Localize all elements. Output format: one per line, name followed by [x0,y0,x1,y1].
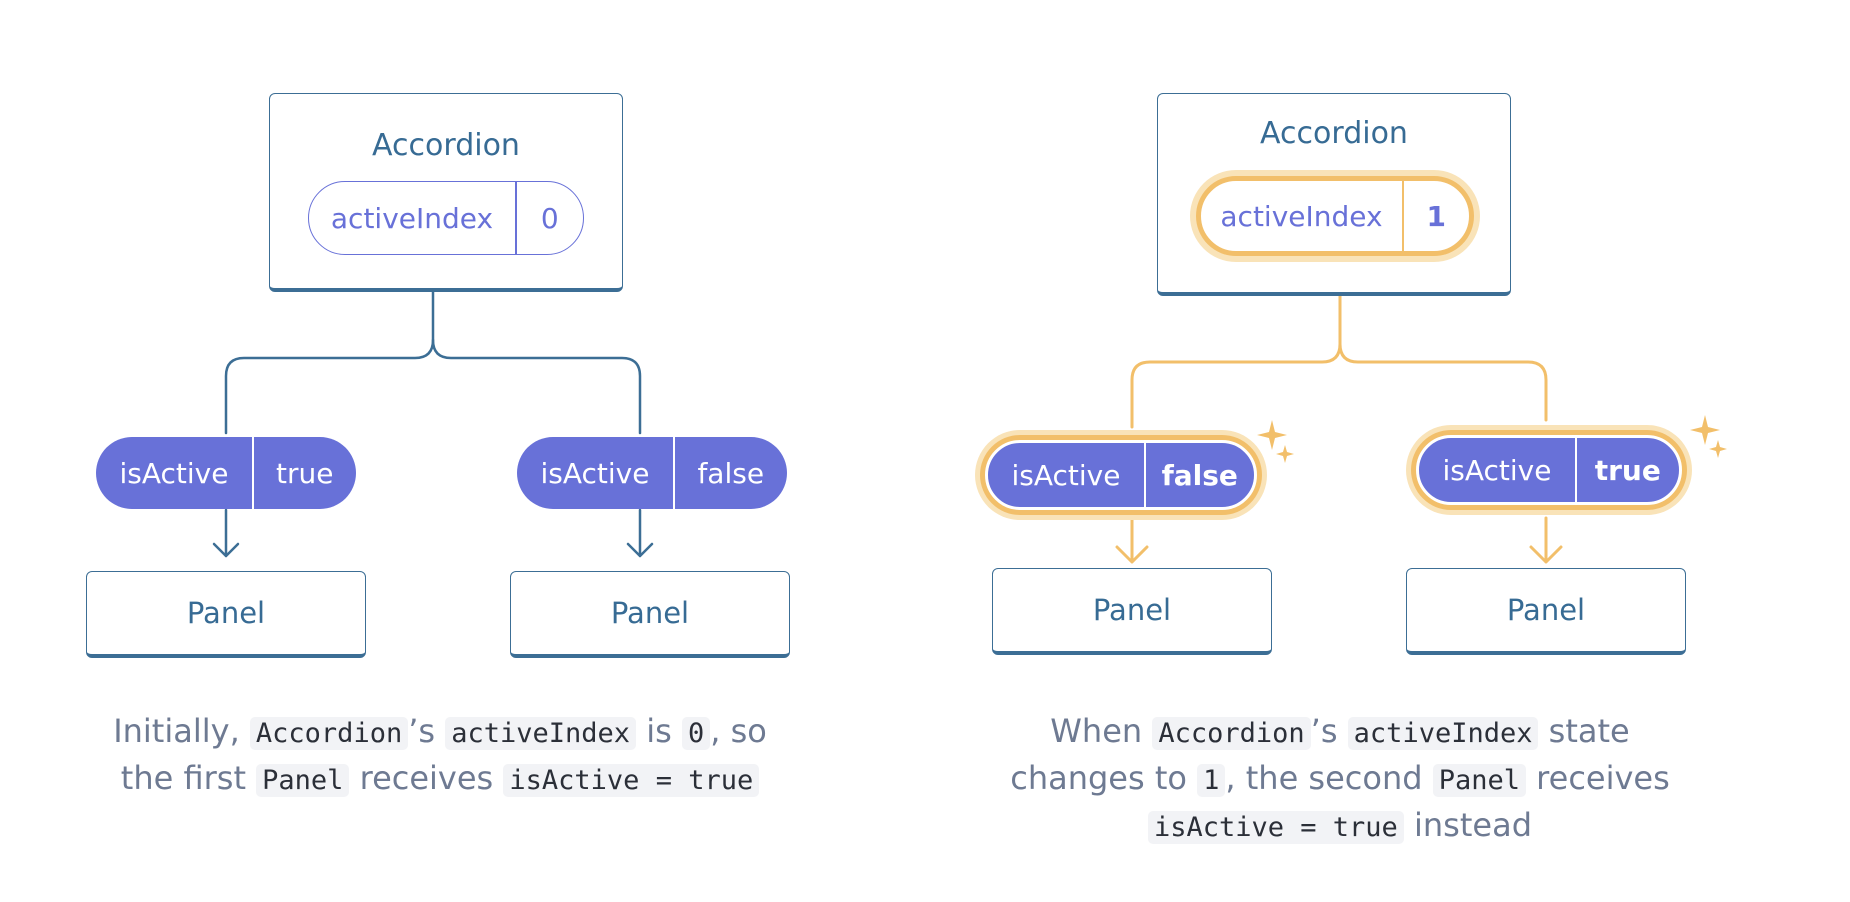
right-tree-lines [1115,294,1563,564]
state-value: 0 [540,201,559,235]
state-name: activeIndex [330,201,494,235]
sparkle-icon [1690,415,1720,445]
prop-name: isActive [1442,453,1552,487]
pill-divider [1575,438,1577,502]
caption-text: Initially, [113,712,240,750]
right-arrow-1 [1115,518,1149,564]
sparkle-icon [1709,440,1727,458]
left-arrow-2 [626,508,654,558]
is-active-prop-pill-right-1-highlighted: isActive false [985,440,1257,510]
inline-code: activeIndex [445,717,637,750]
panel-label: Panel [610,596,690,630]
caption-text: When [1050,712,1143,750]
prop-value: false [1161,458,1238,492]
panel-node-left-1: Panel [86,571,366,658]
sparkle-icon [1257,420,1287,450]
pill-divider [515,182,517,254]
is-active-prop-pill-left-2: isActive false [517,437,787,509]
inline-code: activeIndex [1347,717,1539,750]
pill-divider [673,437,675,509]
caption-text: ’s [1310,712,1338,750]
right-branch-line-2 [1338,342,1548,422]
accordion-node-right: Accordion activeIndex 1 [1157,93,1511,296]
inline-code: 0 [681,717,711,750]
panel-node-left-2: Panel [510,571,790,658]
caption-text: , so the first [120,712,767,797]
prop-name: isActive [119,456,229,490]
inline-code: Accordion [249,717,409,750]
inline-code: Panel [256,764,350,797]
accordion-node-left: Accordion activeIndex 0 [269,93,623,292]
panel-label: Panel [1092,593,1172,627]
prop-value: true [1594,453,1661,487]
is-active-prop-pill-right-2-highlighted: isActive true [1416,435,1682,505]
active-index-state-pill: activeIndex 0 [308,181,584,255]
accordion-title: Accordion [372,128,520,163]
inline-code: isActive = true [1147,811,1404,844]
active-index-state-pill-highlighted: activeIndex 1 [1196,176,1474,256]
panel-node-right-2: Panel [1406,568,1686,655]
inline-code: Panel [1432,764,1526,797]
is-active-prop-pill-left-1: isActive true [96,437,356,509]
right-branch-line-1 [1130,294,1342,429]
caption-text: is [646,712,672,750]
inline-code: isActive = true [503,764,760,797]
prop-name: isActive [1011,458,1121,492]
caption-text: ’s [408,712,436,750]
inline-code: 1 [1197,764,1226,797]
panel-node-right-1: Panel [992,568,1272,655]
state-name: activeIndex [1220,199,1383,233]
right-arrow-2 [1529,516,1563,564]
caption-right: When Accordion’s activeIndex state chang… [990,709,1690,850]
caption-text: state changes to [1010,712,1630,797]
state-value: 1 [1426,199,1446,233]
panel-label: Panel [1506,593,1586,627]
left-branch-line-2 [431,338,642,435]
pill-divider [252,437,254,509]
pill-divider [1144,443,1146,507]
prop-value: true [276,456,334,490]
caption-text: , the second [1225,759,1423,797]
accordion-title: Accordion [1260,116,1408,151]
panel-label: Panel [186,596,266,630]
prop-value: false [697,456,765,490]
pill-divider [1402,181,1404,251]
left-branch-line-1 [224,290,435,435]
prop-name: isActive [540,456,650,490]
inline-code: Accordion [1152,717,1311,750]
caption-text: instead [1414,806,1532,844]
sparkle-icon [1276,445,1294,463]
left-arrow-1 [212,508,240,558]
caption-text: receives [359,759,494,797]
left-tree-lines [212,290,654,558]
caption-text: receives [1536,759,1670,797]
caption-left: Initially, Accordion’s activeIndex is 0,… [100,709,780,803]
